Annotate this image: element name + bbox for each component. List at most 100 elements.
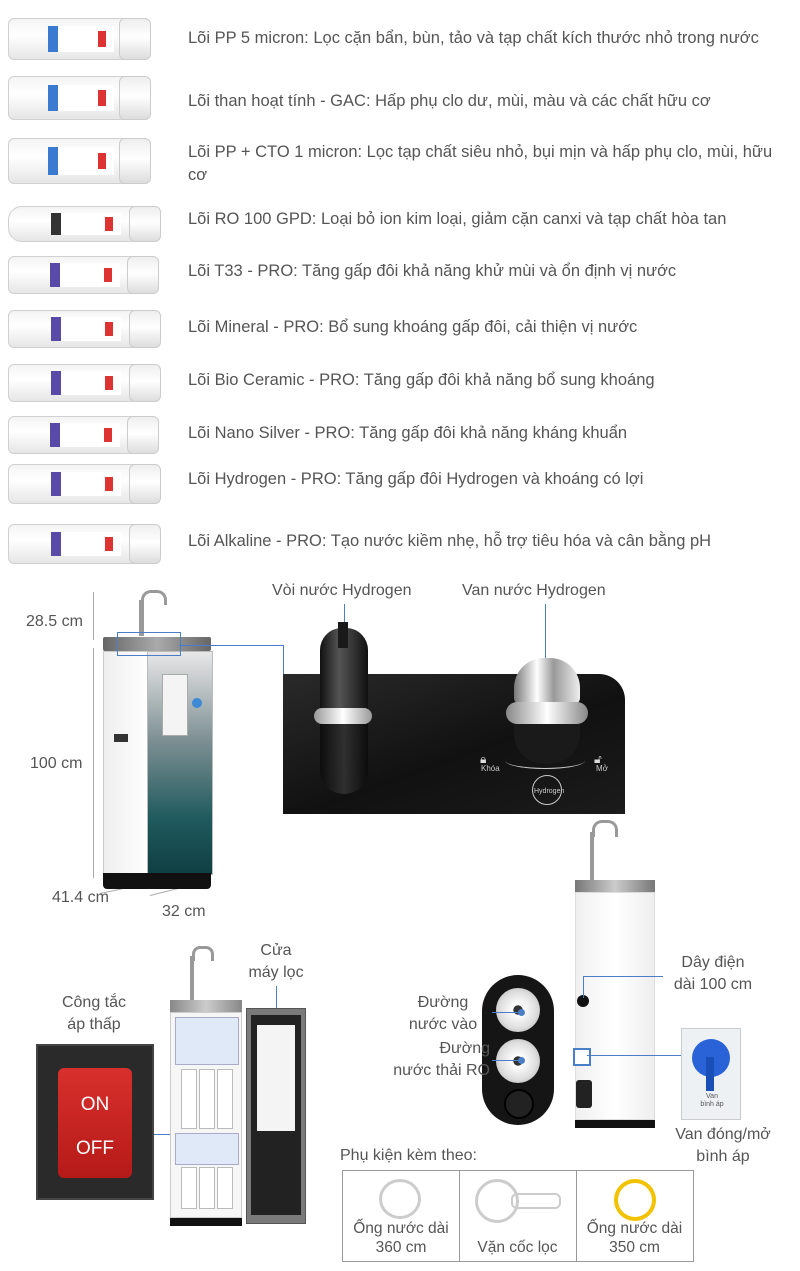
depth-label: 41.4 cm xyxy=(52,889,109,906)
filter-row: Lõi Bio Ceramic - PRO: Tăng gấp đôi khả … xyxy=(0,362,800,412)
callout-line xyxy=(492,1012,520,1013)
inlet-label: Đường nước vào xyxy=(408,994,478,1033)
machine-base xyxy=(103,873,211,889)
yellow-tube-icon xyxy=(614,1179,656,1221)
hydrogen-faucet-image xyxy=(320,622,368,720)
filter-row: Lõi than hoạt tính - GAC: Hấp phụ clo dư… xyxy=(0,74,800,124)
machine-door[interactable] xyxy=(246,1008,306,1224)
tank-valve-label: Van đóng/mở bình áp xyxy=(675,1126,771,1165)
filter-cartridge-image xyxy=(8,310,161,348)
open-machine-interior xyxy=(170,1012,242,1218)
accessories-title: Phụ kiện kèm theo: xyxy=(340,1147,477,1164)
filter-cartridge-image xyxy=(8,416,159,454)
callout-line xyxy=(545,604,546,660)
open-machine-top xyxy=(170,1000,242,1012)
filter-description: Lõi Hydrogen - PRO: Tăng gấp đôi Hydroge… xyxy=(188,470,644,488)
open-machine-faucet xyxy=(190,946,214,1002)
filter-row: Lõi Alkaline - PRO: Tạo nước kiềm nhẹ, h… xyxy=(0,522,800,572)
filter-description: Lõi Alkaline - PRO: Tạo nước kiềm nhẹ, h… xyxy=(188,532,712,550)
wrench-handle xyxy=(511,1193,561,1209)
callout-dot xyxy=(518,1057,525,1064)
filter-label-sheet xyxy=(175,1017,239,1065)
valve-chrome-ring xyxy=(506,702,588,724)
callout-line xyxy=(587,1055,681,1056)
callout-line xyxy=(276,986,277,1008)
tube-icon xyxy=(379,1179,421,1219)
callout-line xyxy=(344,604,345,638)
filter-housing xyxy=(181,1167,197,1209)
filter-cartridge-image xyxy=(8,256,159,294)
machine-top-panel xyxy=(103,637,211,651)
body-height-label: 100 cm xyxy=(28,755,85,773)
faucet-image xyxy=(135,590,167,640)
faucet-reflection xyxy=(320,724,368,794)
power-cord-label: Dây điện dài 100 cm xyxy=(673,954,753,993)
filter-description: Lõi T33 - PRO: Tăng gấp đôi khả năng khử… xyxy=(188,262,677,280)
accessory-label: Ống nước dài 350 cm xyxy=(586,1220,683,1256)
pressure-switch-rocker[interactable]: ON OFF xyxy=(58,1068,132,1178)
width-label: 32 cm xyxy=(162,903,206,920)
door-inner-panel xyxy=(251,1015,301,1215)
filter-cartridge-image xyxy=(8,464,161,504)
filter-description: Lõi Bio Ceramic - PRO: Tăng gấp đôi khả … xyxy=(188,371,655,389)
machine-side-panel xyxy=(103,651,149,875)
filter-housing xyxy=(199,1167,215,1209)
tank-valve-image xyxy=(573,1048,591,1066)
power-cord-image xyxy=(577,995,589,1007)
port-plug xyxy=(504,1089,534,1119)
hydrogen-icon xyxy=(532,775,562,805)
callout-line xyxy=(179,645,283,646)
tank-valve-closeup: Van bình áp xyxy=(681,1028,741,1120)
rear-faucet-image xyxy=(590,820,618,886)
filter-housing xyxy=(217,1069,233,1129)
filter-row: Lõi PP 5 micron: Lọc cặn bẩn, bùn, tảo v… xyxy=(0,14,800,64)
unlock-icon: 🔓︎ xyxy=(594,752,602,766)
accessory-label: Ống nước dài 360 cm xyxy=(353,1220,449,1256)
filter-housing xyxy=(217,1167,233,1209)
drain-label: Đường nước thải RO xyxy=(393,1040,490,1079)
accessory-item: Ống nước dài 350 cm xyxy=(576,1170,694,1262)
callout-line xyxy=(583,976,584,998)
filter-row: Lõi RO 100 GPD: Loại bỏ ion kim loại, gi… xyxy=(0,200,800,250)
rotate-arrow-icon xyxy=(505,752,585,769)
open-label: Mở xyxy=(596,764,608,773)
filter-cartridge-image xyxy=(8,524,161,564)
lock-icon: 🔒︎ xyxy=(480,752,487,766)
filter-description: Lõi Mineral - PRO: Bổ sung khoáng gấp đô… xyxy=(188,318,638,336)
filter-cartridge-image xyxy=(8,18,151,60)
tank-valve-badge: Van bình áp xyxy=(700,1093,724,1108)
filter-housing xyxy=(199,1069,215,1129)
filter-row: Lõi Mineral - PRO: Bổ sung khoáng gấp đô… xyxy=(0,306,800,356)
callout-line xyxy=(492,1060,520,1061)
accessory-label: Vặn cốc lọc xyxy=(477,1239,558,1256)
filter-description: Lõi PP + CTO 1 micron: Lọc tạp chất siêu… xyxy=(188,143,773,184)
pressure-switch-closeup: ON OFF xyxy=(36,1044,154,1200)
rear-port-panel xyxy=(576,1080,592,1108)
dimension-line xyxy=(93,592,94,640)
filter-description: Lõi than hoạt tính - GAC: Hấp phụ clo dư… xyxy=(188,92,711,110)
filter-cartridge-image xyxy=(8,138,151,184)
filter-row: Lõi PP + CTO 1 micron: Lọc tạp chất siêu… xyxy=(0,134,800,184)
door-callout-label: Cửa máy lọc xyxy=(248,942,304,981)
filter-row: Lõi Hydrogen - PRO: Tăng gấp đôi Hydroge… xyxy=(0,462,800,512)
switch-on-label: ON xyxy=(80,1094,110,1115)
switch-off-label: OFF xyxy=(76,1138,114,1159)
tank-valve-handle xyxy=(706,1057,714,1091)
switch-callout-label: Công tắc áp thấp xyxy=(61,994,127,1033)
callout-dot xyxy=(518,1009,525,1016)
filter-description: Lõi RO 100 GPD: Loại bỏ ion kim loại, gi… xyxy=(188,210,727,228)
filter-description: Lõi Nano Silver - PRO: Tăng gấp đôi khả … xyxy=(188,424,628,442)
filter-cartridge-image xyxy=(8,364,161,402)
filter-housing xyxy=(181,1069,197,1129)
faucet-height-label: 28.5 cm xyxy=(24,613,85,631)
filter-cartridge-image xyxy=(8,206,161,242)
filter-row: Lõi Nano Silver - PRO: Tăng gấp đôi khả … xyxy=(0,414,800,464)
port-closeup xyxy=(482,975,554,1125)
door-manual-sheet xyxy=(257,1025,295,1131)
callout-line xyxy=(583,976,663,977)
panel-highlight-box xyxy=(117,632,181,656)
filter-label-sheet xyxy=(175,1133,239,1165)
open-machine-base xyxy=(170,1218,242,1226)
hydrogen-valve-knob xyxy=(514,658,580,704)
hydrogen-label: Hydrogen xyxy=(534,788,565,795)
